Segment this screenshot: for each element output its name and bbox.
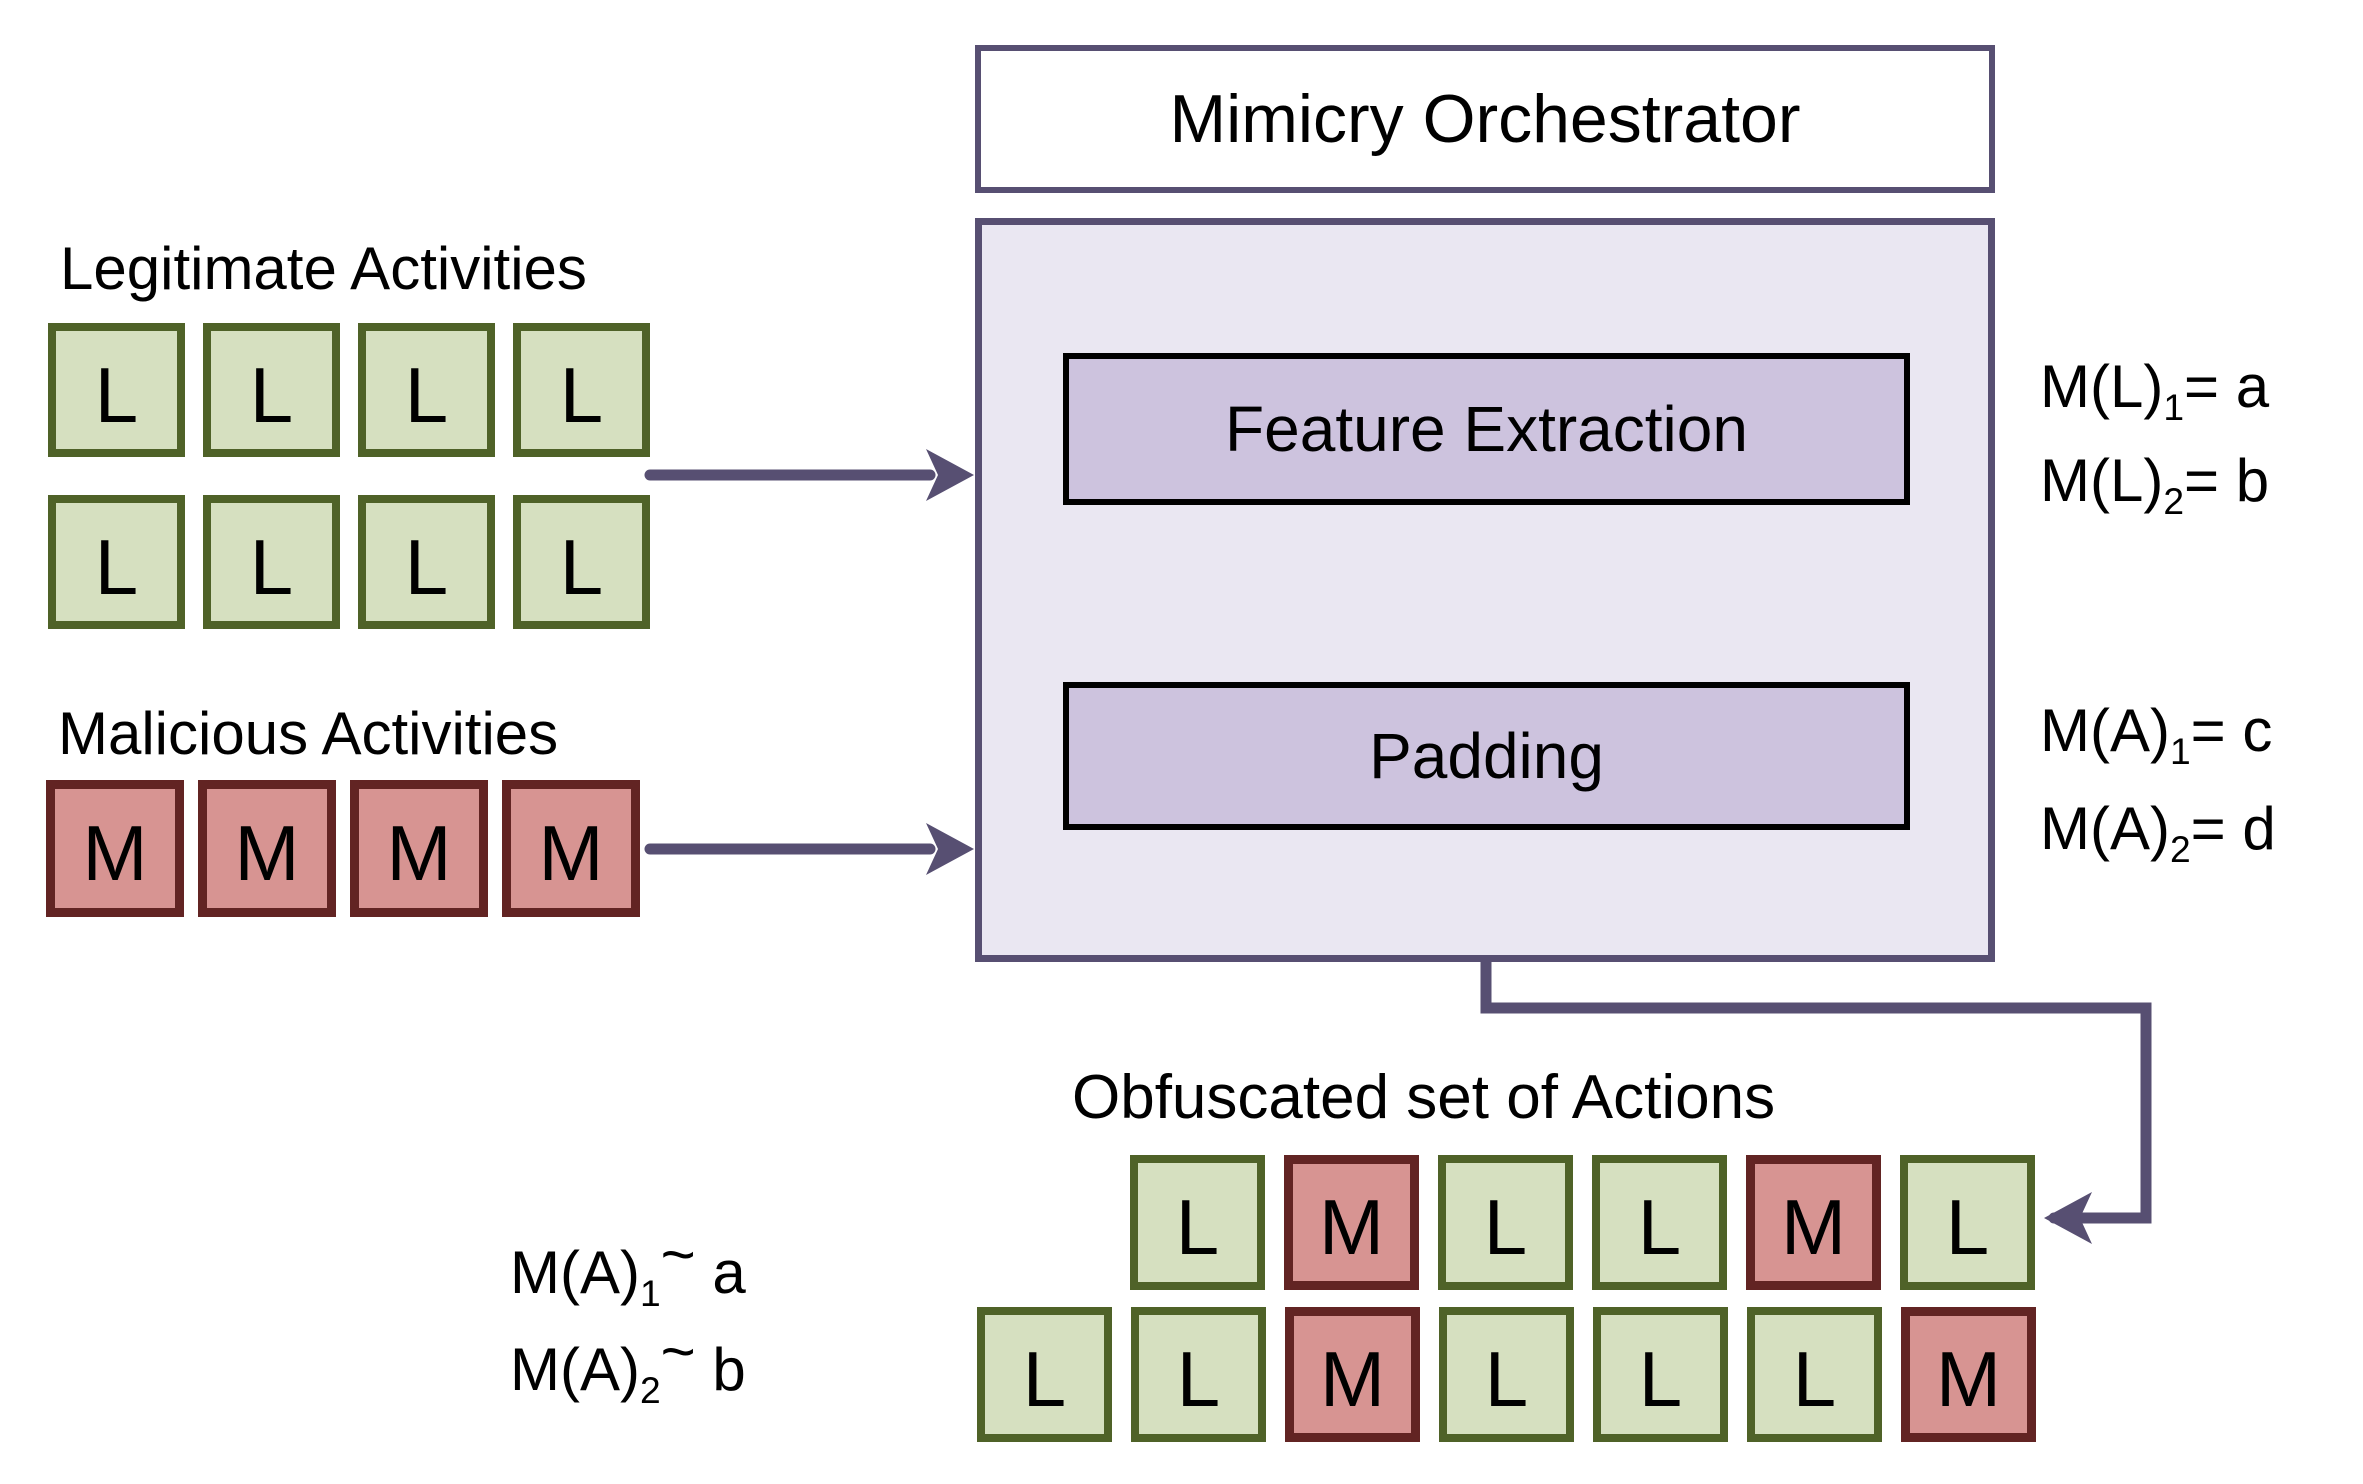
formula-line: M(A)1~ a [510, 1221, 746, 1314]
legitimate-activity-cell: L [48, 323, 185, 457]
legitimate-activity-cell: L [203, 323, 340, 457]
malicious-activity-cell: M [1285, 1307, 1420, 1442]
activity-letter: L [1637, 1183, 1682, 1271]
activity-letter: L [1792, 1335, 1837, 1423]
legitimate-activity-cell: L [977, 1307, 1112, 1442]
feature-extraction-label: Feature Extraction [1225, 393, 1748, 465]
legitimate-activity-cell: L [1439, 1307, 1574, 1442]
activity-letter: L [559, 350, 604, 439]
activity-letter: L [1022, 1335, 1067, 1423]
malicious-activity-cell: M [502, 780, 640, 917]
formula-line: M(L)2= b [2040, 447, 2270, 522]
activity-letter: L [1484, 1335, 1529, 1423]
activity-letter: L [94, 350, 139, 439]
orchestrator-title-box: Mimicry Orchestrator [975, 45, 1995, 193]
activity-letter: L [404, 522, 449, 611]
orchestrator-box [975, 218, 1995, 962]
activity-letter: L [249, 350, 294, 439]
legitimate-activity-cell: L [358, 323, 495, 457]
malicious-mimicry-formulas: M(A)1= c M(A)2= d [2040, 682, 2276, 878]
legitimate-activity-cell: L [358, 495, 495, 629]
padding-label: Padding [1369, 720, 1604, 792]
activity-letter: M [538, 809, 604, 897]
activity-letter: L [404, 350, 449, 439]
legitimate-mimicry-formulas: M(L)1= a M(L)2= b [2040, 340, 2269, 528]
activity-letter: M [1781, 1183, 1846, 1271]
legitimate-activity-cell: L [513, 495, 650, 629]
malicious-input-arrow [644, 823, 974, 875]
activity-letter: M [1936, 1335, 2001, 1423]
activity-letter: M [386, 809, 452, 897]
activity-letter: L [1483, 1183, 1528, 1271]
formula-line: M(A)2= d [2040, 795, 2276, 870]
legitimate-activity-cell: L [1592, 1155, 1727, 1290]
activity-letter: L [249, 522, 294, 611]
formula-line: M(A)2~ b [510, 1318, 746, 1411]
legitimate-input-arrow [644, 449, 974, 501]
activity-letter: L [559, 522, 604, 611]
activity-letter: M [82, 809, 148, 897]
activity-letter: L [1638, 1335, 1683, 1423]
legitimate-activity-cell: L [1438, 1155, 1573, 1290]
legitimate-activity-cell: L [1900, 1155, 2035, 1290]
padding-step: Padding [1063, 682, 1910, 830]
orchestrator-title: Mimicry Orchestrator [1169, 81, 1801, 157]
legitimate-activity-cell: L [1131, 1307, 1266, 1442]
legitimate-activity-cell: L [48, 495, 185, 629]
activity-letter: L [1945, 1183, 1990, 1271]
activity-letter: L [1175, 1183, 1220, 1271]
legitimate-activity-cell: L [1747, 1307, 1882, 1442]
activity-letter: M [1319, 1183, 1384, 1271]
malicious-activity-cell: M [1746, 1155, 1881, 1290]
activity-letter: L [94, 522, 139, 611]
legitimate-activity-cell: L [1593, 1307, 1728, 1442]
activity-letter: L [1176, 1335, 1221, 1423]
formula-line: M(A)1= c [2040, 697, 2273, 772]
malicious-activity-cell: M [46, 780, 184, 917]
malicious-activities-label: Malicious Activities [58, 700, 559, 767]
malicious-activity-cell: M [198, 780, 336, 917]
malicious-activity-cell: M [1901, 1307, 2036, 1442]
malicious-activity-cell: M [1284, 1155, 1419, 1290]
obfuscated-actions-label: Obfuscated set of Actions [1072, 1063, 1776, 1132]
obfuscated-similarity-formulas: M(A)1~ a M(A)2~ b [510, 1221, 746, 1418]
legitimate-activities-label: Legitimate Activities [60, 235, 587, 302]
activity-letter: M [1320, 1335, 1385, 1423]
malicious-activity-cell: M [350, 780, 488, 917]
feature-extraction-step: Feature Extraction [1063, 353, 1910, 505]
legitimate-activity-cell: L [203, 495, 340, 629]
legitimate-activity-cell: L [513, 323, 650, 457]
legitimate-activity-cell: L [1130, 1155, 1265, 1290]
formula-line: M(L)1= a [2040, 353, 2270, 428]
activity-letter: M [234, 809, 300, 897]
